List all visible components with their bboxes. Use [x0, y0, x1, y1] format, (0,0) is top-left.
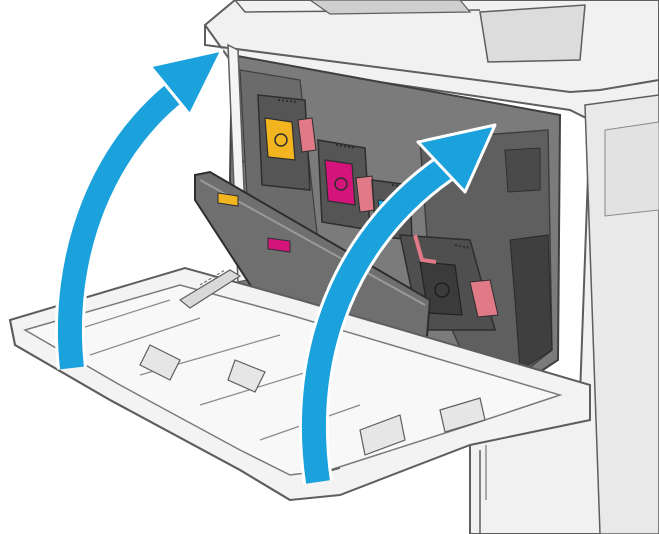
lift-arrows [54, 48, 497, 485]
printer-body [203, 0, 659, 534]
arrow-up-left-icon [54, 48, 224, 370]
door-strut [178, 269, 242, 309]
front-door-open[interactable] [8, 266, 591, 502]
toner-cartridge-magenta[interactable] [317, 139, 377, 231]
magenta-slot-marker [267, 237, 291, 253]
control-panel [479, 4, 586, 63]
toner-cartridge-yellow[interactable] [257, 94, 317, 191]
arrow-up-right-icon [298, 123, 497, 485]
yellow-slot-marker [217, 192, 239, 207]
